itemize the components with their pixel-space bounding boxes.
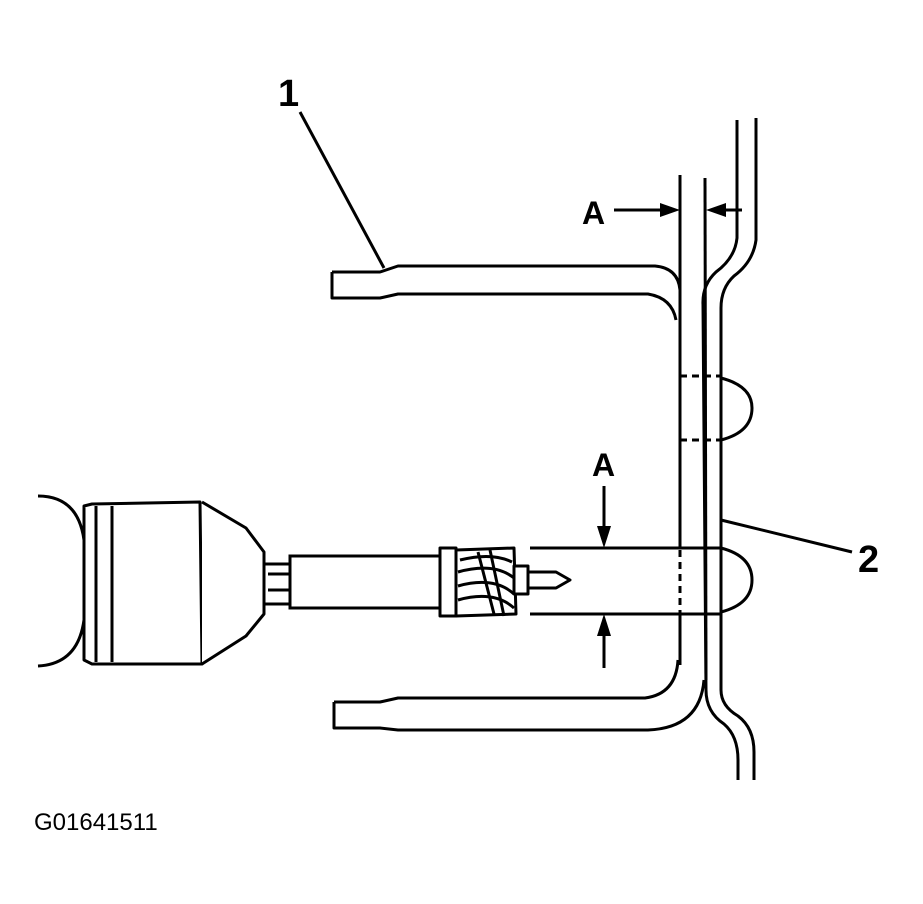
mounting-panel <box>701 118 758 780</box>
label-part-1: 1 <box>278 73 299 115</box>
figure-code: G01641511 <box>34 809 158 836</box>
bracket-upper-arm <box>330 264 682 321</box>
bolt-head-lower <box>719 546 754 614</box>
dimension-a-side <box>597 486 611 668</box>
wall-hole-dashes <box>678 374 721 612</box>
dimension-a-top <box>614 203 742 217</box>
cutting-tool <box>438 546 572 618</box>
leader-lines <box>298 111 853 554</box>
label-part-2: 2 <box>858 539 879 581</box>
bolt-head-upper <box>719 376 754 442</box>
drill-hole-bore <box>530 546 721 616</box>
label-dim-a-side: A <box>592 447 615 483</box>
bracket-lower-arm <box>332 659 706 732</box>
bracket-wall <box>678 175 708 681</box>
drill-shank <box>262 554 444 610</box>
label-dim-a-top: A <box>582 195 605 231</box>
drill-body <box>37 494 266 668</box>
